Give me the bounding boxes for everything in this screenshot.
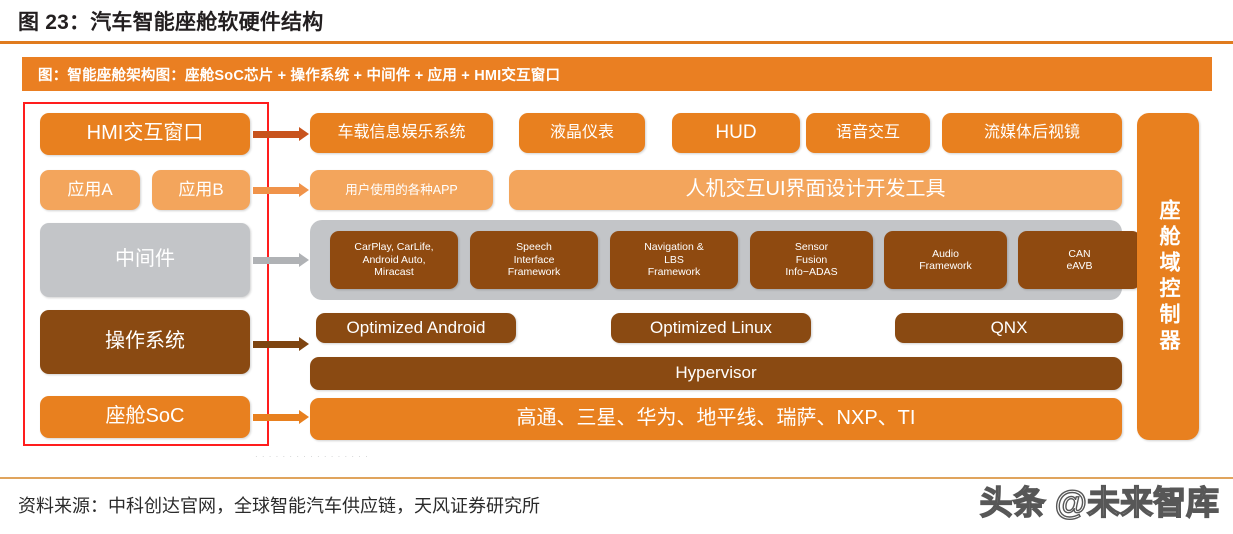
os-item-2[interactable]: QNX	[895, 313, 1123, 343]
middleware-item-label: CAN eAVB	[1066, 247, 1093, 272]
layer-soc-label: 座舱SoC	[105, 405, 185, 428]
hypervisor-label: Hypervisor	[675, 363, 757, 383]
middleware-item-label: Navigation & LBS Framework	[644, 241, 704, 279]
layer-os-box[interactable]: 操作系统	[40, 310, 250, 374]
hmi-item-label: 语音交互	[835, 123, 900, 141]
os-item-label: QNX	[990, 317, 1028, 337]
hypervisor-bar[interactable]: Hypervisor	[310, 357, 1122, 390]
application-item-label: 人机交互UI界面设计开发工具	[685, 178, 946, 201]
os-item-0[interactable]: Optimized Android	[316, 313, 516, 343]
middleware-item-5[interactable]: CAN eAVB	[1018, 231, 1141, 289]
arrow-os	[253, 337, 309, 351]
application-item-label: 用户使用的各种APP	[345, 182, 458, 197]
footer-divider	[0, 477, 1233, 479]
layer-app-b-label: 应用B	[178, 179, 224, 199]
hmi-item-1[interactable]: 液晶仪表	[519, 113, 645, 153]
diagram-banner: 图：智能座舱架构图：座舱SoC芯片 + 操作系统 + 中间件 + 应用 + HM…	[22, 57, 1212, 91]
layer-hmi-label: HMI交互窗口	[86, 122, 204, 145]
figure-title: 图 23：汽车智能座舱软硬件结构	[18, 11, 324, 34]
cropped-caption-remnant: · · · · · · · · · · · · · · · · ·	[255, 452, 369, 461]
application-item-1[interactable]: 人机交互UI界面设计开发工具	[509, 170, 1122, 210]
application-item-0[interactable]: 用户使用的各种APP	[310, 170, 493, 210]
layer-hmi-box[interactable]: HMI交互窗口	[40, 113, 250, 155]
middleware-item-1[interactable]: Speech Interface Framework	[470, 231, 598, 289]
hmi-item-label: HUD	[715, 121, 757, 143]
layer-os-label: 操作系统	[105, 330, 185, 353]
arrow-application	[253, 183, 309, 197]
hmi-item-3[interactable]: 语音交互	[806, 113, 930, 153]
layer-middleware-label: 中间件	[115, 248, 175, 271]
middleware-item-label: Speech Interface Framework	[507, 241, 561, 279]
middleware-item-0[interactable]: CarPlay, CarLife, Android Auto, Miracast	[330, 231, 458, 289]
domain-controller-bar[interactable]: 座舱域控制器	[1137, 113, 1199, 440]
arrow-hmi	[253, 127, 309, 141]
layer-app-b-box[interactable]: 应用B	[152, 170, 250, 210]
hmi-item-0[interactable]: 车载信息娱乐系统	[310, 113, 493, 153]
middleware-item-2[interactable]: Navigation & LBS Framework	[610, 231, 738, 289]
soc-item-label: 高通、三星、华为、地平线、瑞萨、NXP、TI	[516, 407, 916, 430]
middleware-item-label: CarPlay, CarLife, Android Auto, Miracast	[354, 241, 434, 279]
layer-soc-box[interactable]: 座舱SoC	[40, 396, 250, 438]
middleware-item-4[interactable]: Audio Framework	[884, 231, 1007, 289]
layer-app-a-box[interactable]: 应用A	[40, 170, 140, 210]
hmi-item-2[interactable]: HUD	[672, 113, 800, 153]
middleware-item-3[interactable]: Sensor Fusion Info−ADAS	[750, 231, 873, 289]
layer-middleware-box[interactable]: 中间件	[40, 223, 250, 297]
arrow-middleware	[253, 253, 309, 267]
arrow-soc	[253, 410, 309, 424]
hmi-item-label: 车载信息娱乐系统	[337, 123, 466, 141]
middleware-item-label: Audio Framework	[919, 247, 972, 272]
os-item-1[interactable]: Optimized Linux	[611, 313, 811, 343]
middleware-item-label: Sensor Fusion Info−ADAS	[785, 241, 838, 279]
soc-item-0[interactable]: 高通、三星、华为、地平线、瑞萨、NXP、TI	[310, 398, 1122, 440]
os-item-label: Optimized Linux	[650, 317, 772, 337]
hmi-item-label: 液晶仪表	[549, 123, 614, 141]
layer-app-a-label: 应用A	[67, 179, 113, 199]
domain-controller-label: 座舱域控制器	[1157, 198, 1180, 355]
source-note: 资料来源：中科创达官网，全球智能汽车供应链，天风证券研究所	[18, 496, 540, 516]
diagram-banner-label: 图：智能座舱架构图：座舱SoC芯片 + 操作系统 + 中间件 + 应用 + HM…	[38, 67, 561, 84]
architecture-diagram: 图：智能座舱架构图：座舱SoC芯片 + 操作系统 + 中间件 + 应用 + HM…	[22, 57, 1212, 462]
watermark: 头条 @未来智库	[979, 483, 1220, 521]
hmi-item-label: 流媒体后视镜	[983, 123, 1080, 141]
title-divider	[0, 41, 1233, 44]
hmi-item-4[interactable]: 流媒体后视镜	[942, 113, 1122, 153]
os-item-label: Optimized Android	[346, 317, 486, 337]
